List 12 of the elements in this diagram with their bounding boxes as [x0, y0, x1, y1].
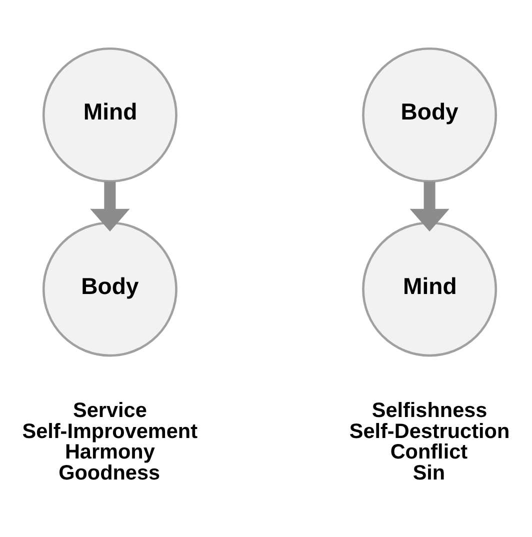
- node-circle: Mind: [362, 221, 498, 356]
- node-label: Conflict: [390, 440, 468, 464]
- node-circle: Body: [362, 46, 498, 182]
- node-label: Service: [73, 398, 147, 422]
- node-circle: Body: [42, 221, 178, 356]
- node-label: Sin: [412, 460, 446, 484]
- node-label: Self-Destruction: [349, 419, 510, 442]
- node-label: Selfishness: [372, 398, 488, 422]
- node-label: Self-Improvement: [22, 419, 198, 442]
- arrow: [410, 181, 450, 231]
- node-circle: Mind: [42, 46, 178, 182]
- arrow: [90, 181, 130, 231]
